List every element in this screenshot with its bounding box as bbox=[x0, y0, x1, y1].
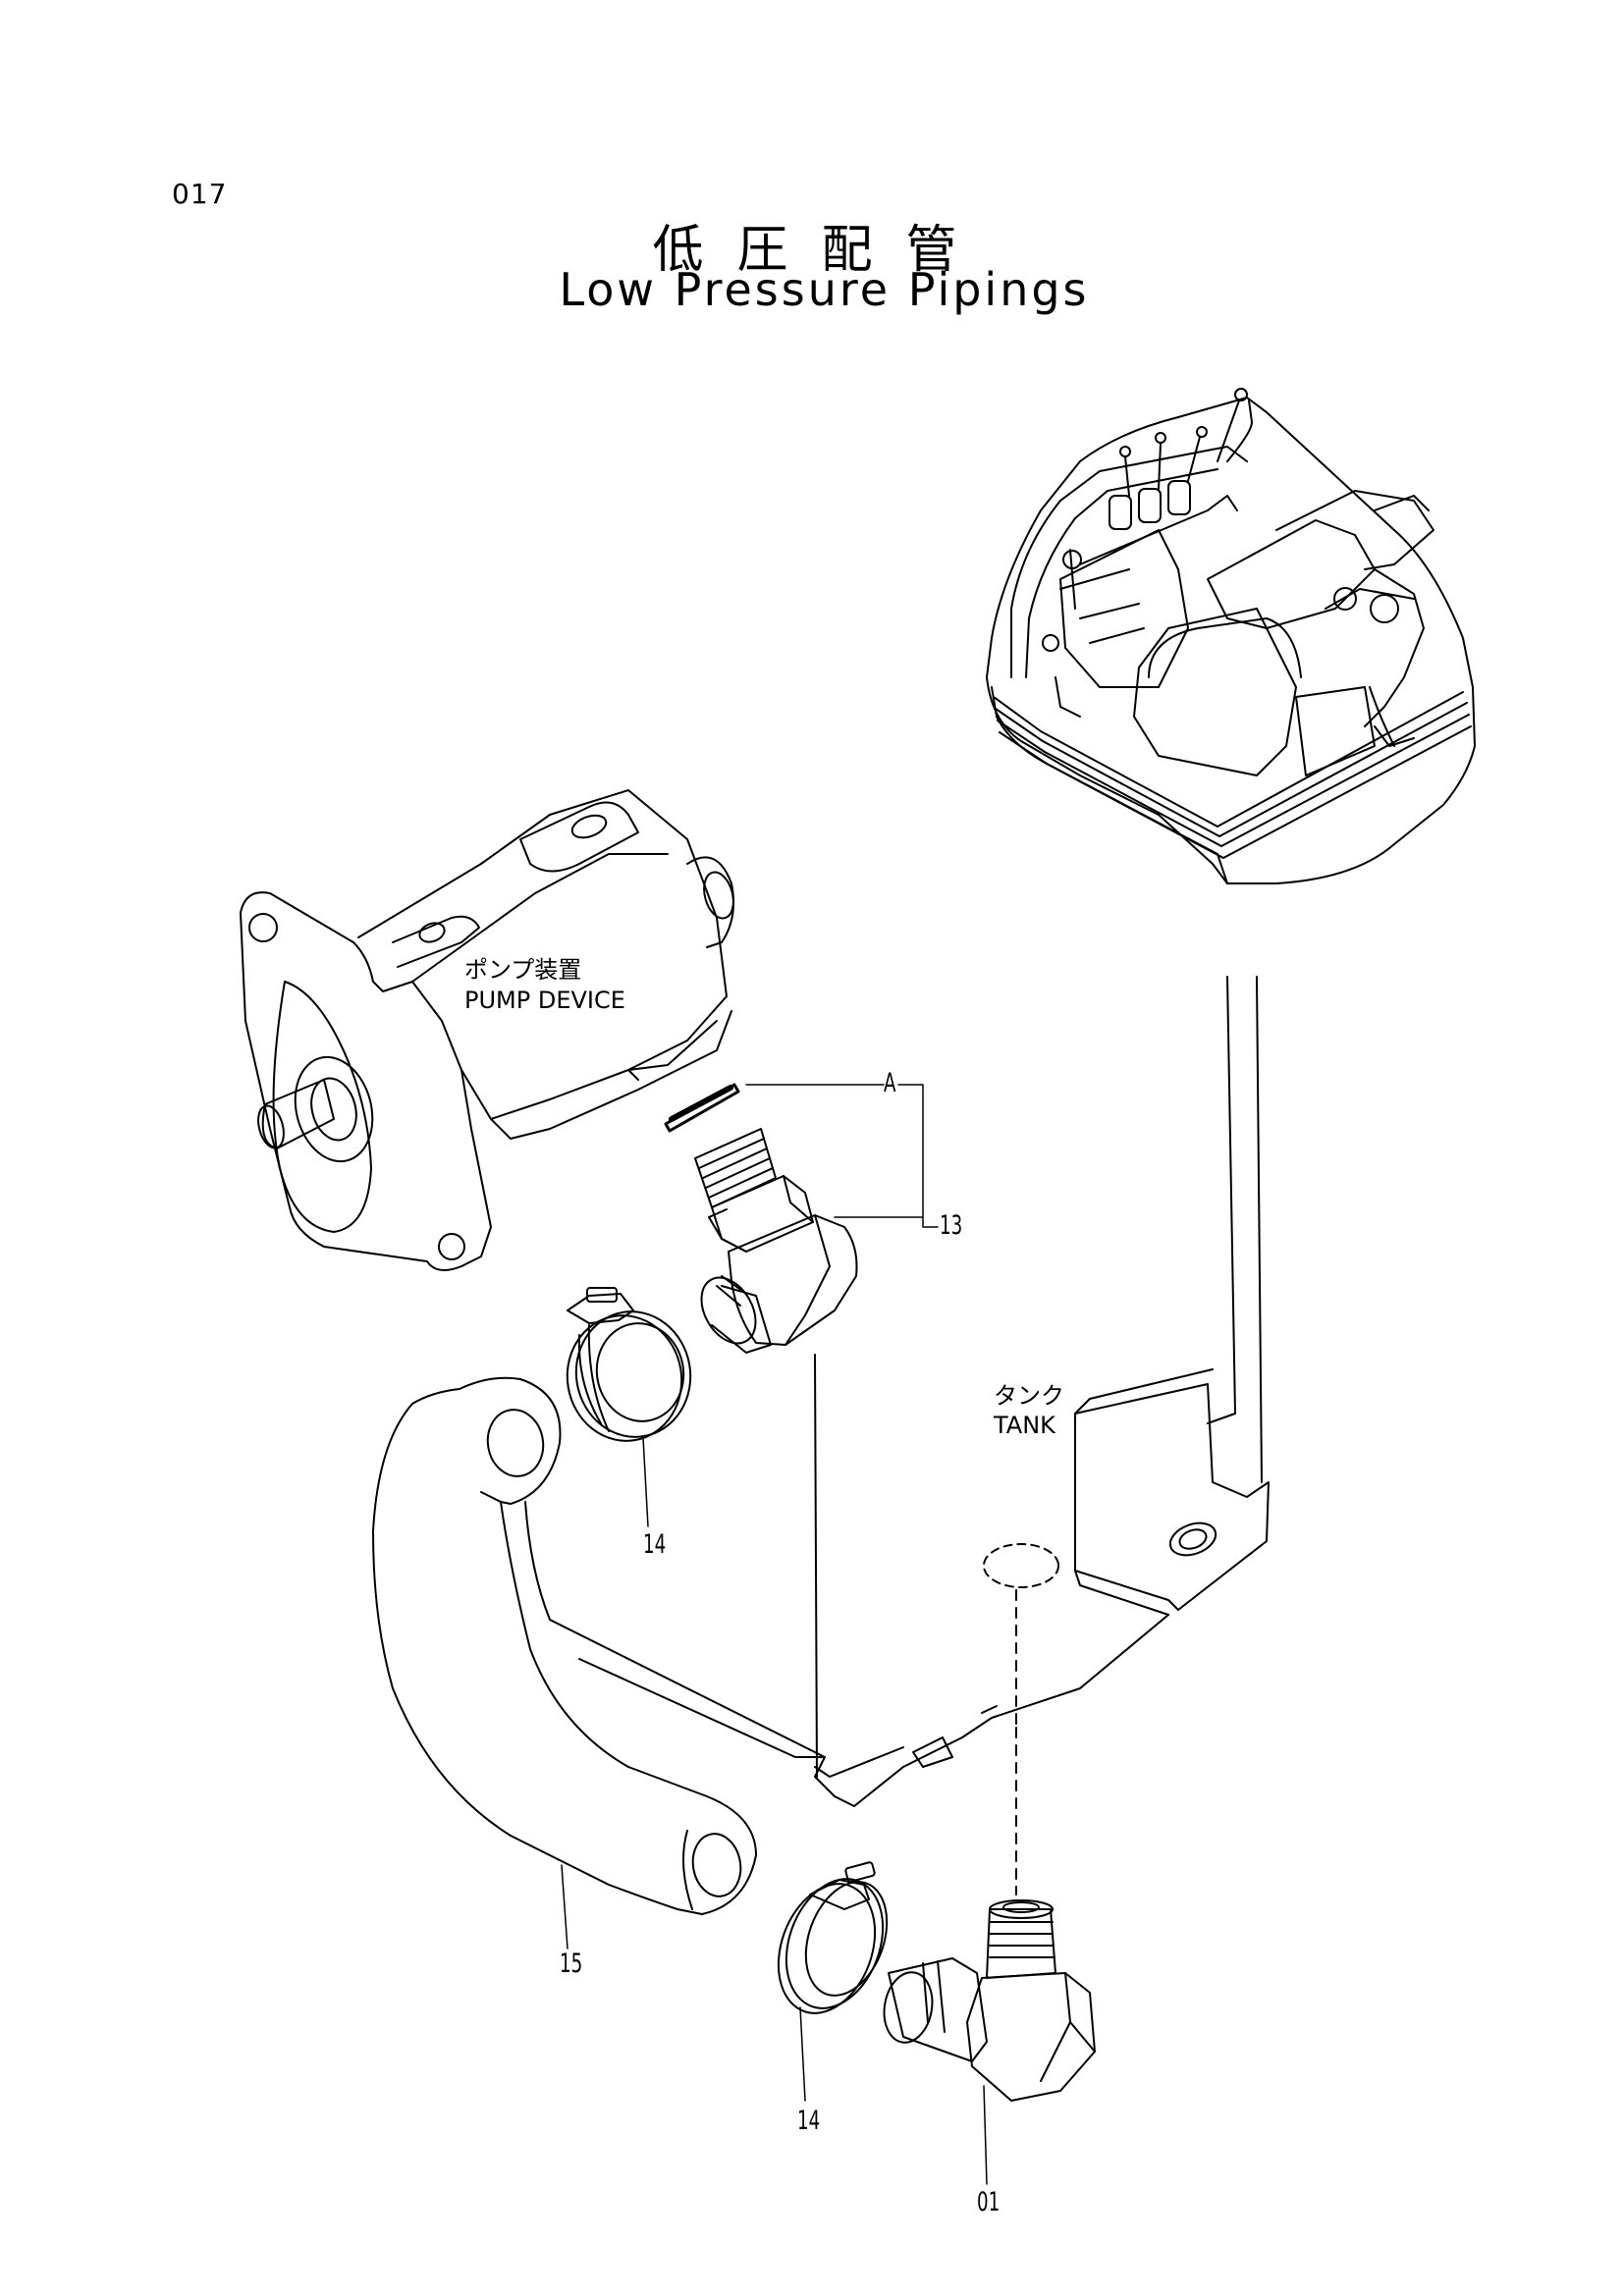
pump-device-illustration bbox=[241, 790, 738, 1270]
pump-label-japanese: ポンプ装置 bbox=[464, 956, 582, 984]
callout-part-13: 13 bbox=[940, 1210, 963, 1241]
leader-lines bbox=[562, 1085, 987, 2184]
callout-a: A bbox=[884, 1068, 896, 1098]
elbow-fitting-01-illustration bbox=[879, 1900, 1095, 2101]
machine-overview-illustration bbox=[987, 389, 1475, 883]
tank-label-english: TANK bbox=[994, 1412, 1055, 1439]
callout-part-14-lower: 14 bbox=[797, 2106, 821, 2136]
elbow-fitting-13-illustration bbox=[690, 1129, 856, 1353]
page-title-japanese: 低圧配管 bbox=[652, 221, 991, 280]
pump-label-english: PUMP DEVICE bbox=[464, 987, 625, 1014]
hose-clamp-14-lower-illustration bbox=[762, 1862, 902, 2027]
o-ring-illustration bbox=[666, 1085, 738, 1131]
hose-15-illustration bbox=[373, 1378, 756, 1914]
page-number: 017 bbox=[172, 178, 228, 210]
callout-part-15: 15 bbox=[560, 1949, 583, 1979]
tank-illustration bbox=[525, 977, 1269, 1895]
tank-label-japanese: タンク bbox=[994, 1382, 1064, 1410]
callout-part-01: 01 bbox=[977, 2187, 1001, 2217]
callout-part-14-upper: 14 bbox=[643, 1529, 667, 1560]
page-title-english: Low Pressure Pipings bbox=[559, 263, 1090, 316]
hose-clamp-14-upper-illustration bbox=[558, 1288, 700, 1450]
